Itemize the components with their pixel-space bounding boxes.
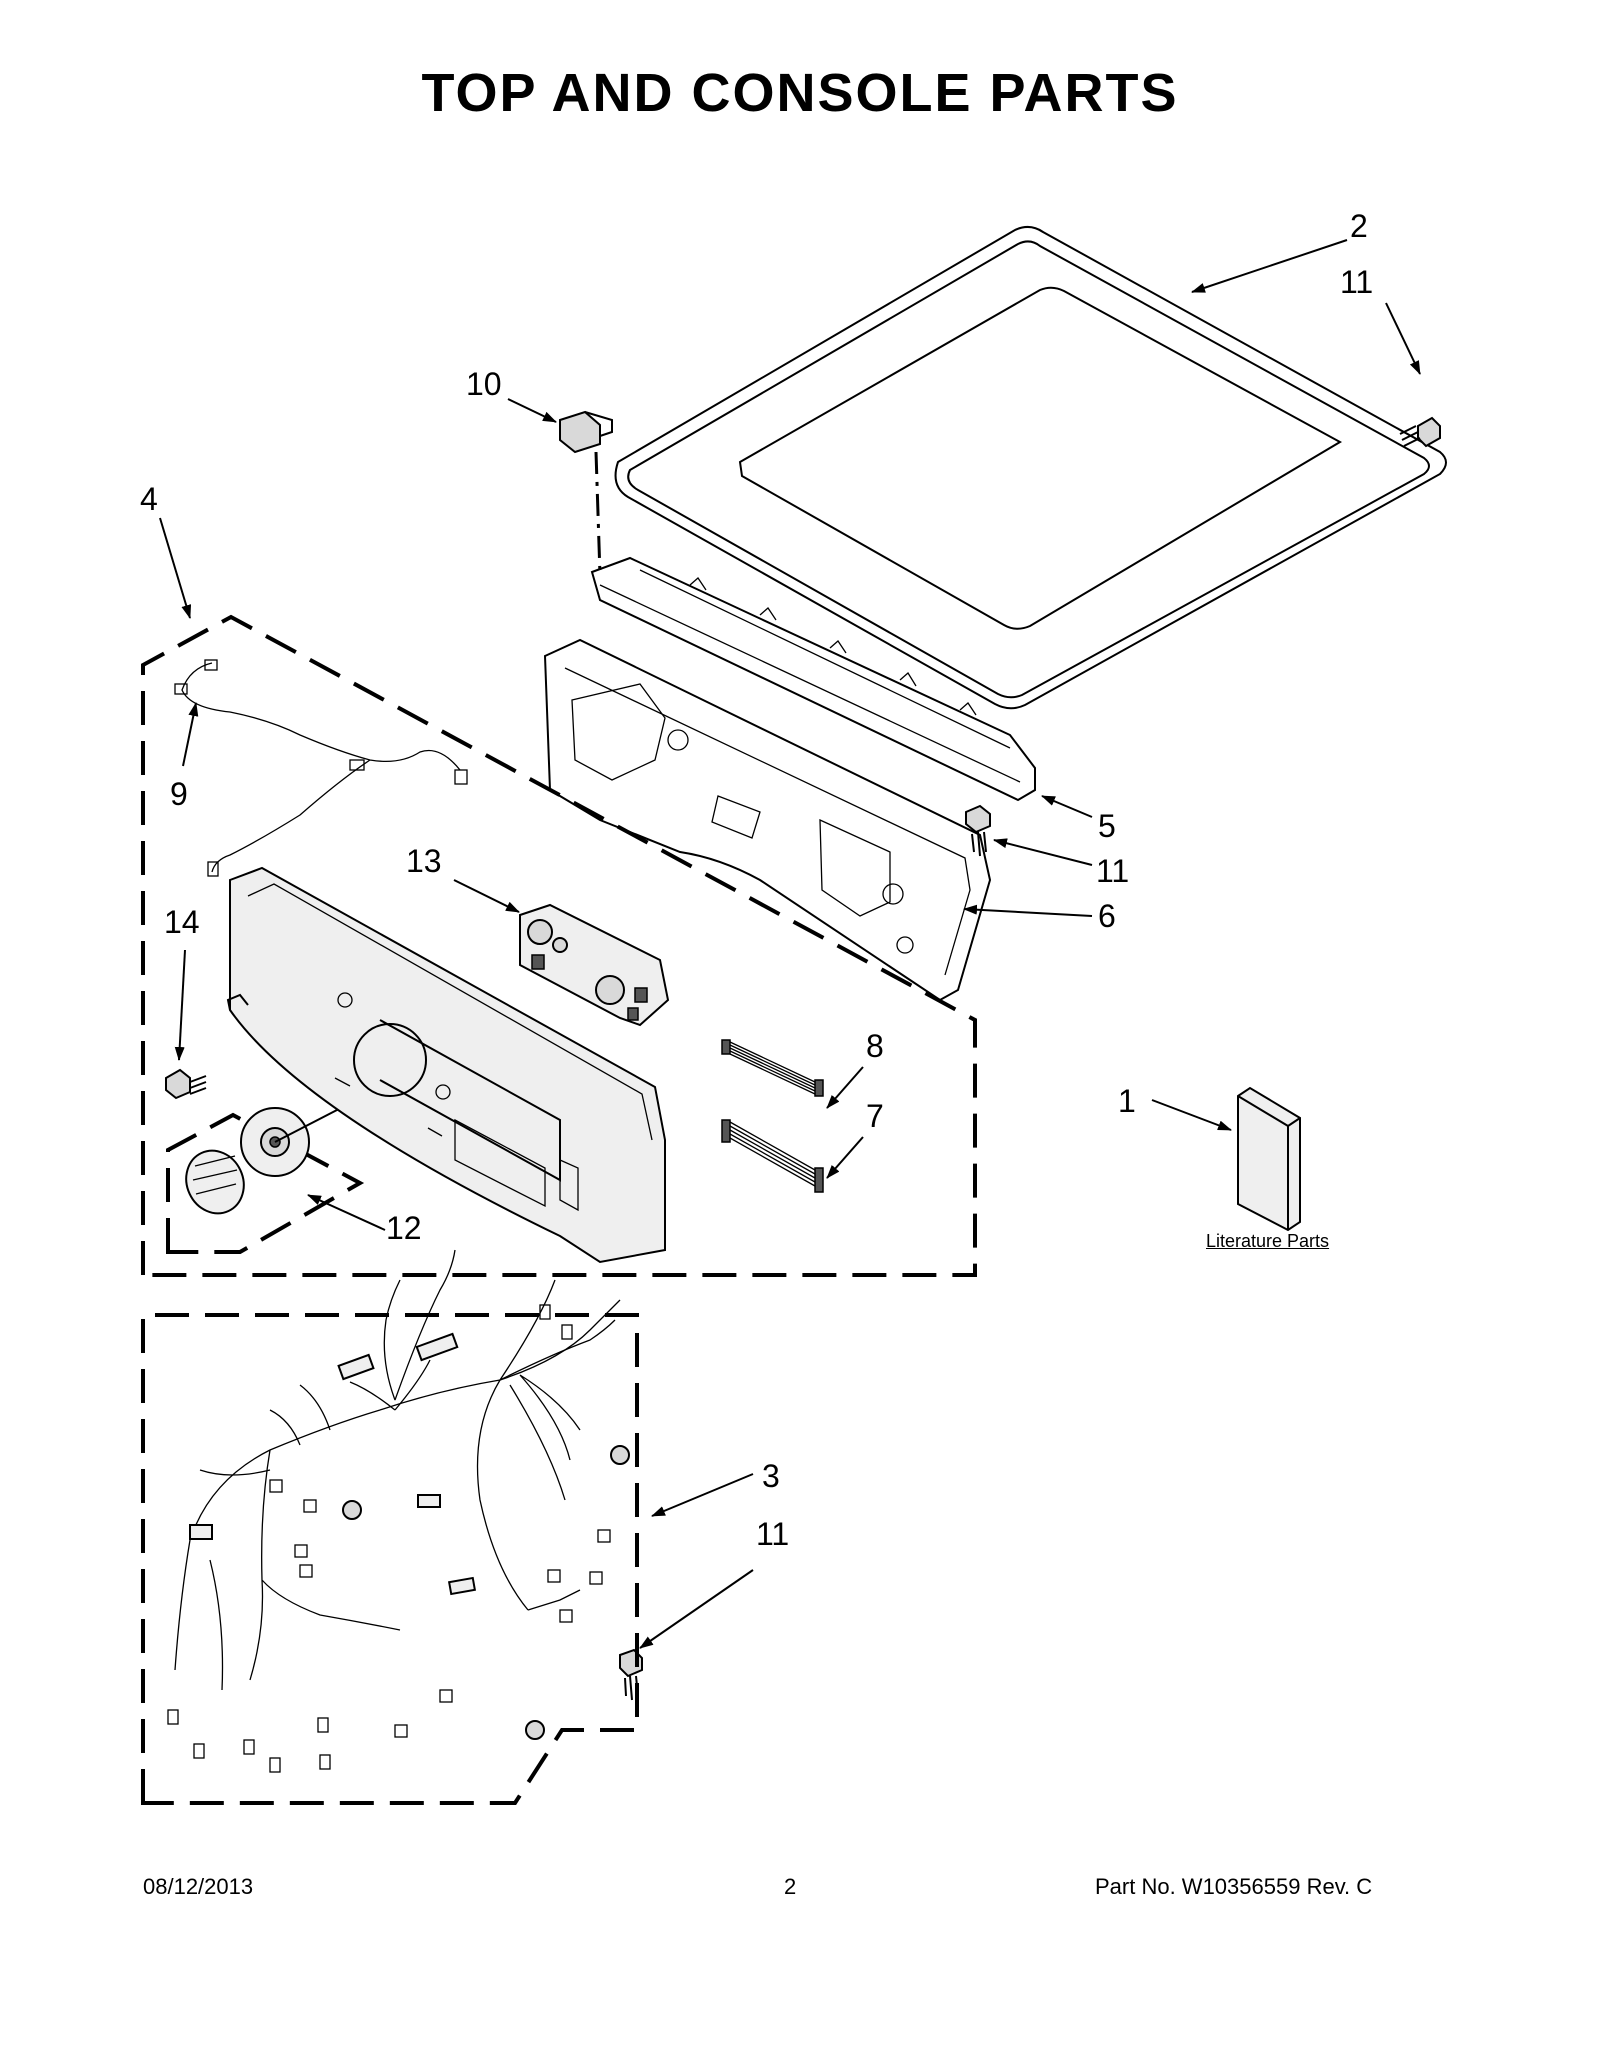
callout-12: 12 xyxy=(386,1210,422,1246)
ribbon-cable-part-8 xyxy=(721,1039,824,1097)
screw-part-14 xyxy=(165,1068,207,1100)
main-harness-part-3 xyxy=(167,1249,630,1773)
callout-11-harness: 11 xyxy=(756,1516,790,1552)
literature-part-1 xyxy=(1237,1086,1301,1232)
callout-13: 13 xyxy=(406,843,442,879)
callout-11-top: 11 xyxy=(1340,264,1374,300)
rear-bracket-part-5 xyxy=(590,556,1036,802)
ribbon-cable-part-7 xyxy=(721,1119,824,1193)
callout-14: 14 xyxy=(164,904,200,940)
callout-6: 6 xyxy=(1098,898,1116,934)
footer-date: 08/12/2013 xyxy=(143,1874,254,1899)
screw-part-11-top xyxy=(1399,416,1441,448)
callout-4: 4 xyxy=(140,481,158,517)
callout-2: 2 xyxy=(1350,208,1368,244)
console-panel xyxy=(226,866,666,1264)
encoder-knob-outline-part-12 xyxy=(166,1112,365,1254)
leader-arrows xyxy=(159,239,1421,1649)
clip-part-10 xyxy=(559,410,613,576)
top-panel-part-2 xyxy=(614,226,1447,710)
callout-9: 9 xyxy=(170,776,188,812)
page-title: TOP AND CONSOLE PARTS xyxy=(421,63,1179,123)
screw-part-11-console xyxy=(965,804,991,857)
wire-harness-part-9 xyxy=(174,659,468,877)
callout-8: 8 xyxy=(866,1028,884,1064)
knob-part xyxy=(185,1149,245,1215)
console-back-part-6 xyxy=(543,638,992,1002)
callout-10: 10 xyxy=(466,366,502,402)
console-assembly-outline-part-4 xyxy=(141,614,977,1277)
main-harness-outline-part-3 xyxy=(141,1313,639,1805)
footer-page-number: 2 xyxy=(784,1874,797,1899)
callout-7: 7 xyxy=(866,1098,884,1134)
callout-5: 5 xyxy=(1098,808,1116,844)
literature-parts-label: Literature Parts xyxy=(1206,1231,1330,1251)
callout-3: 3 xyxy=(762,1458,780,1494)
footer-part-number: Part No. W10356559 Rev. C xyxy=(1095,1874,1373,1899)
control-board-part-13 xyxy=(519,903,670,1027)
callout-11-console: 11 xyxy=(1096,853,1130,889)
callout-1: 1 xyxy=(1118,1083,1136,1119)
